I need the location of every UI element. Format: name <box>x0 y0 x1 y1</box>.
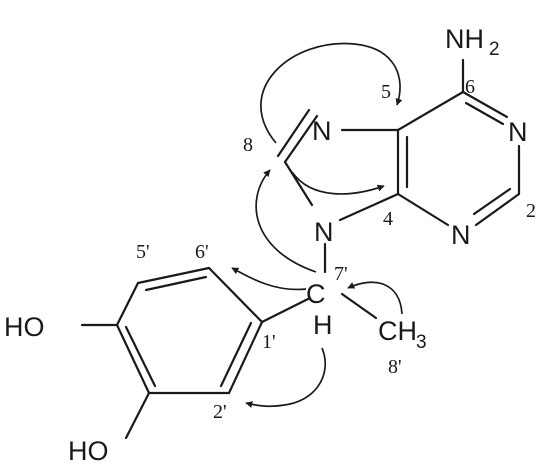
position-5prime: 5' <box>136 241 150 263</box>
arrow-h7p-to-c2p <box>245 347 327 408</box>
bond-n7-c8-double <box>276 108 311 158</box>
position-7prime: 7' <box>334 263 348 285</box>
bond-c5-c6 <box>396 90 465 132</box>
position-numbers: 5 6 8 4 2 5' 6' 7' 1' 2' 8' <box>136 76 536 423</box>
atom-ho-top: HO <box>4 312 45 342</box>
bond-c6p-c5p <box>136 266 211 285</box>
bond-c8-n9 <box>283 160 314 207</box>
bond-n7-c8 <box>283 114 319 164</box>
bond-c4p-c3p <box>115 323 151 395</box>
bond-c2-n3 <box>474 192 521 227</box>
position-6prime: 6' <box>195 241 209 263</box>
catechol-ring-bonds <box>80 266 264 440</box>
atom-n1: N <box>508 117 528 147</box>
position-6: 6 <box>465 76 475 98</box>
bond-n9-c4 <box>338 192 400 222</box>
bond-c2p-c1p-double <box>219 321 253 388</box>
position-2: 2 <box>526 200 536 222</box>
position-8prime: 8' <box>388 356 402 378</box>
bond-c7prime-c8prime <box>340 292 378 320</box>
bond-c7prime-c1prime <box>260 296 312 324</box>
atom-ho-bottom: HO <box>68 436 109 466</box>
bond-c2-n3-double <box>472 187 512 216</box>
bond-c4p-c3p-double <box>124 325 157 388</box>
position-8: 8 <box>243 134 253 156</box>
atom-nh2-subscript: 2 <box>489 39 500 60</box>
atom-labels: NH 2 N N N N C H CH 3 HO HO <box>4 24 528 466</box>
bond-c6-n1-double <box>464 101 505 126</box>
arrow-h7p-to-c6p <box>231 267 307 291</box>
atom-nh2: NH <box>445 24 484 54</box>
atom-ch3-subscript: 3 <box>416 332 427 353</box>
bond-c5p-c4p <box>115 281 140 327</box>
arrow-h8-to-c4 <box>291 171 385 195</box>
position-1prime: 1' <box>262 331 276 353</box>
bond-c1p-c6p <box>207 266 264 324</box>
hmbc-arrows <box>231 42 403 408</box>
position-4: 4 <box>383 208 393 230</box>
bond-c2p-c1p <box>227 320 264 395</box>
position-2prime: 2' <box>213 401 227 423</box>
atom-n7: N <box>312 116 332 146</box>
bond-c6p-c5p-double <box>144 275 208 292</box>
atom-n3: N <box>451 220 471 250</box>
arrow-h7p-to-c8 <box>255 169 317 273</box>
position-5: 5 <box>381 81 391 103</box>
atom-ch3: CH <box>378 316 417 346</box>
arrow-h8p-to-c7p <box>347 281 403 315</box>
purine-bonds <box>276 58 521 227</box>
arrow-h8-to-c5 <box>260 42 403 144</box>
bond-c3p-oh <box>124 391 151 440</box>
sidechain-bonds <box>260 242 378 324</box>
atom-n9: N <box>314 217 334 247</box>
atom-h: H <box>313 310 333 340</box>
bond-c6-n1 <box>461 90 509 119</box>
bond-n3-c4 <box>396 192 450 227</box>
atom-c7prime: C <box>306 279 326 309</box>
